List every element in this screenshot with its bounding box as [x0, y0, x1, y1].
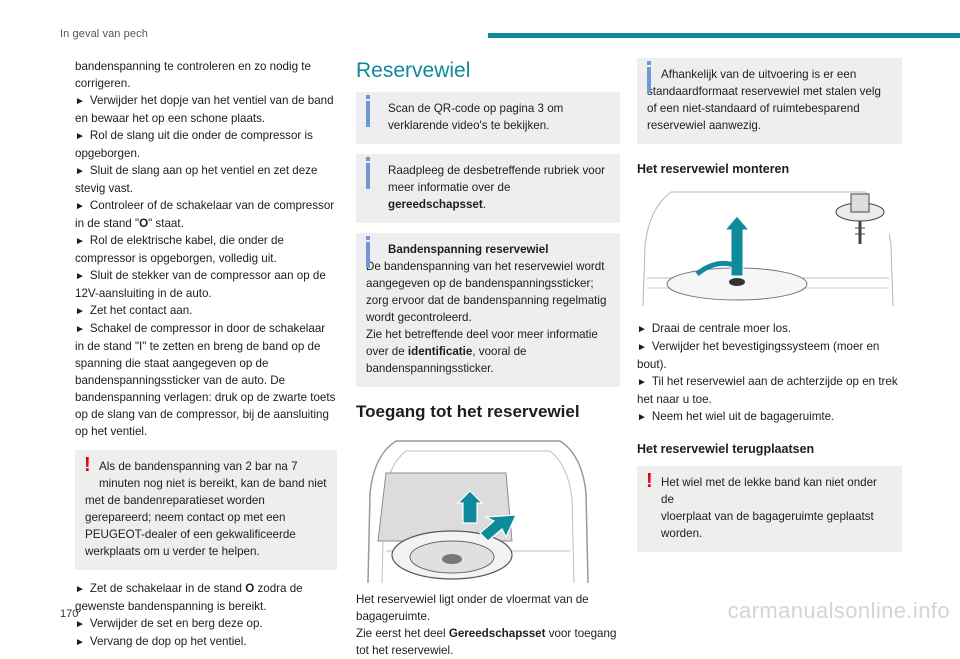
warning-note-pressure: ! Als de bandenspanning van 2 bar na 7 m… [75, 450, 337, 570]
step-ignition-on: ►Zet het contact aan. [75, 304, 193, 317]
step-switch-on-compressor: ►Schakel de compressor in door de schake… [75, 322, 336, 438]
arrow-bullet-icon: ► [637, 324, 647, 335]
arrow-bullet-icon: ► [637, 412, 647, 423]
info-icon [366, 95, 370, 127]
arrow-bullet-icon: ► [75, 271, 85, 282]
arrow-bullet-icon: ► [75, 131, 85, 142]
subtitle-replace: Het reservewiel terugplaatsen [637, 442, 815, 456]
arrow-bullet-icon: ► [75, 584, 85, 595]
step-remove-valve-cap: ►Verwijder het dopje van het ventiel van… [75, 94, 334, 125]
section-title-spare-wheel: Reservewiel [356, 59, 471, 82]
info-icon [366, 236, 370, 268]
info-icon [647, 61, 651, 93]
step-check-switch: ►Controleer of de schakelaar van de comp… [75, 199, 335, 230]
header-accent-bar [488, 33, 960, 38]
step-loosen-nut: ►Draai de centrale moer los. [637, 322, 792, 335]
caption-spare-location: Het reservewiel ligt onder de vloermat v… [356, 593, 589, 623]
step-store-kit: ►Verwijder de set en berg deze op. [75, 617, 263, 630]
arrow-bullet-icon: ► [75, 637, 85, 648]
arrow-icon [479, 514, 517, 542]
info-note-wheel-type: Afhankelijk van de uitvoering is er een … [637, 58, 902, 144]
step-unroll-hose: ►Rol de slang uit die onder de compresso… [75, 129, 313, 160]
arrow-bullet-icon: ► [75, 201, 85, 212]
subtitle-mount: Het reservewiel monteren [637, 162, 790, 176]
arrow-bullet-icon: ► [75, 166, 85, 177]
column-3: Afhankelijk van de uitvoering is er een … [637, 58, 902, 562]
step-unroll-cable: ►Rol de elektrische kabel, die onder de … [75, 234, 284, 265]
paragraph-continued: bandenspanning te controleren en zo nodi… [75, 60, 311, 90]
step-switch-off: ►Zet de schakelaar in de stand O zodra d… [75, 582, 303, 613]
warning-note-flat-tyre: ! Het wiel met de lekke band kan niet on… [637, 466, 902, 552]
step-connect-plug: ►Sluit de stekker van de compressor aan … [75, 269, 326, 300]
mount-steps: ►Draai de centrale moer los. ►Verwijder … [637, 320, 902, 426]
caption-see-toolkit: Zie eerst het deel Gereedschapsset voor … [356, 627, 617, 657]
step-take-wheel-out: ►Neem het wiel uit de bagageruimte. [637, 410, 835, 423]
warning-exclamation-icon: ! [84, 454, 91, 476]
column-2: Reservewiel Scan de QR-code op pagina 3 … [356, 58, 620, 659]
nut-bolt-drawing [831, 193, 889, 244]
arrow-bullet-icon: ► [75, 96, 85, 107]
page-number: 170 [60, 608, 79, 620]
watermark: carmanualsonline.info [727, 598, 950, 623]
info-note-spare-pressure: Bandenspanning reservewiel De bandenspan… [356, 233, 620, 387]
illustration-boot-spare-wheel [356, 433, 600, 583]
arrow-bullet-icon: ► [75, 324, 85, 335]
up-arrow-icon [723, 215, 751, 277]
step-remove-fixing: ►Verwijder het bevestigingssysteem (moer… [637, 340, 880, 371]
step-connect-hose: ►Sluit de slang aan op het ventiel en ze… [75, 164, 318, 195]
info-icon [366, 157, 370, 189]
arrow-bullet-icon: ► [75, 236, 85, 247]
rotate-arrow-icon [695, 260, 738, 276]
column-1: bandenspanning te controleren en zo nodi… [75, 58, 337, 651]
illustration-remove-spare [637, 186, 900, 306]
section-title-access: Toegang tot het reservewiel [356, 402, 580, 421]
info-note-qr: Scan de QR-code op pagina 3 om verklaren… [356, 92, 620, 144]
info-note-toolkit: Raadpleeg de desbetreffende rubriek voor… [356, 154, 620, 223]
up-arrow-icon [456, 490, 484, 524]
step-lift-wheel: ►Til het reservewiel aan de achterzijde … [637, 375, 898, 406]
step-replace-cap: ►Vervang de dop op het ventiel. [75, 635, 247, 648]
running-header: In geval van pech [60, 28, 148, 40]
arrow-bullet-icon: ► [637, 377, 647, 388]
arrow-bullet-icon: ► [75, 306, 85, 317]
arrow-bullet-icon: ► [75, 619, 85, 630]
warning-exclamation-icon: ! [646, 470, 653, 492]
arrow-bullet-icon: ► [637, 342, 647, 353]
